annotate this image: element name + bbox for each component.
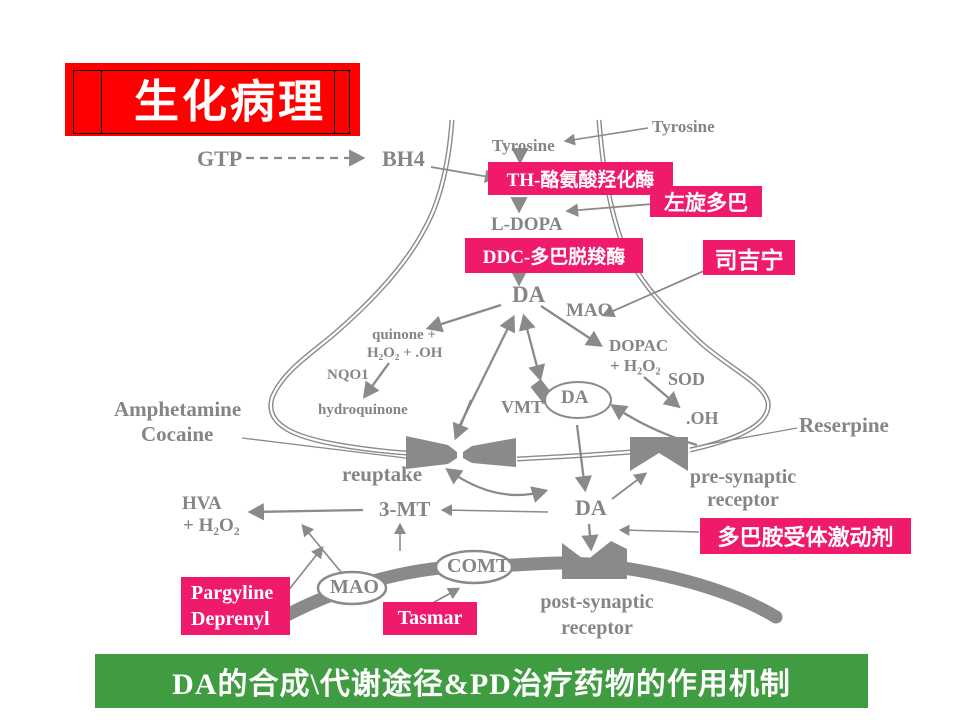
- da-vesicle-shape: [544, 381, 612, 419]
- label-da-vesicle: DA: [561, 387, 589, 408]
- arrow-nqo1-hydroquinone: [362, 362, 390, 399]
- label-mao-post: MAO: [330, 576, 379, 598]
- label-reuptake: reuptake: [342, 462, 423, 486]
- reuptake-transporter-right: [463, 438, 516, 467]
- label-post-synaptic-line1: post-synaptic: [540, 591, 654, 613]
- caption-text: DA的合成\代谢途径&PD治疗药物的作用机制: [172, 668, 791, 701]
- arrow-levodopa-ldopa: [565, 203, 653, 217]
- label-dopac-1: DOPAC: [609, 336, 669, 355]
- label-pre-synaptic-receptor: pre-synaptic receptor: [668, 466, 818, 512]
- arrow-bh4-th: [430, 166, 498, 183]
- box-ddc-enzyme: DDC-多巴脱羧酶: [465, 238, 643, 273]
- arrow-da-quinone: [425, 303, 502, 333]
- arrow-vesicle-cleft: [574, 424, 592, 493]
- label-da-cleft: DA: [575, 495, 607, 520]
- label-quinone-2: H₂O₂ + .OH: [367, 345, 443, 361]
- label-pre-synaptic-line1: pre-synaptic: [689, 466, 797, 488]
- label-hydroquinone: hydroquinone: [318, 402, 408, 418]
- label-da: DA: [512, 282, 546, 307]
- caption-band: DA的合成\代谢途径&PD治疗药物的作用机制: [95, 654, 868, 708]
- arrow-da-postreceptor: [581, 523, 599, 552]
- label-vmt: VMT: [501, 397, 543, 417]
- arrow-reserpine-vesicle: [610, 404, 698, 447]
- label-mao: MAO: [566, 300, 613, 321]
- box-selegiline: 司吉宁: [703, 240, 795, 275]
- title-band: 生化病理: [65, 63, 360, 136]
- title-frame-divider-right: [334, 71, 335, 133]
- box-pargyline-line2: Deprenyl: [191, 608, 270, 630]
- label-dopac-2: + H₂O₂: [610, 356, 661, 375]
- box-pargyline-deprenyl: Pargyline Deprenyl: [181, 577, 290, 635]
- label-post-synaptic-line2: receptor: [561, 617, 633, 639]
- box-pargyline-line1: Pargyline: [191, 582, 274, 604]
- box-tasmar: Tasmar: [383, 602, 477, 635]
- pre-synaptic-receptor-shape: [630, 437, 688, 471]
- arrow-da-3mt: [440, 504, 549, 517]
- box-dopamine-agonist: 多巴胺受体激动剂: [700, 518, 911, 554]
- label-tyrosine-outer: Tyrosine: [652, 117, 715, 136]
- line-reserpine: [697, 427, 798, 447]
- label-cocaine: Cocaine: [141, 422, 214, 446]
- title-frame-divider-left: [101, 71, 102, 133]
- label-hva-2: + H₂O₂: [183, 515, 240, 536]
- label-comt: COMT: [447, 555, 510, 577]
- box-levodopa: 左旋多巴: [650, 186, 762, 217]
- arrow-sod-oh: [643, 376, 681, 409]
- label-quinone-1: quinone +: [372, 327, 436, 343]
- membrane-inner-white: [269, 119, 770, 461]
- label-reserpine: Reserpine: [799, 413, 889, 437]
- arrow-da-vesicle: [518, 313, 546, 382]
- arrow-tyrosine-in: [563, 127, 649, 146]
- label-nqo1: NQO1: [327, 367, 369, 383]
- label-l-dopa: L-DOPA: [491, 214, 563, 235]
- post-synaptic-receptor-shape: [562, 541, 627, 579]
- box-th-enzyme: TH-酪氨酸羟化酶: [488, 162, 673, 195]
- label-pre-synaptic-line2: receptor: [707, 489, 779, 511]
- pathway-arrows: [241, 127, 798, 606]
- label-amphetamine: Amphetamine: [114, 397, 242, 421]
- title-frame: 生化病理: [73, 70, 350, 134]
- label-gtp: GTP: [197, 146, 243, 171]
- page-title: 生化病理: [133, 75, 326, 128]
- label-hva-1: HVA: [182, 493, 222, 514]
- arrow-pargyline-mao: [286, 546, 324, 593]
- label-sod: SOD: [668, 369, 706, 389]
- arrow-da-prereceptor: [611, 472, 648, 500]
- arrow-agonist-receptor: [618, 524, 700, 536]
- arrow-3mt-hva: [247, 503, 364, 521]
- arrow-da-dopac: [540, 305, 603, 347]
- arrow-cleft-recycle: [445, 467, 549, 503]
- label-tyrosine-inner: Tyrosine: [492, 136, 555, 155]
- mao-bubble: [316, 570, 388, 606]
- arrow-selegiline-mao: [601, 269, 707, 318]
- reuptake-transporter-left: [406, 436, 457, 469]
- line-cocaine-transporter: [241, 437, 423, 461]
- label-post-synaptic-receptor: post-synaptic receptor: [512, 589, 682, 641]
- arrow-release-gap: [452, 399, 473, 441]
- comt-bubble: [434, 549, 514, 585]
- label-oh: .OH: [686, 408, 719, 428]
- label-bh4: BH4: [382, 146, 425, 171]
- label-3mt: 3-MT: [379, 497, 431, 521]
